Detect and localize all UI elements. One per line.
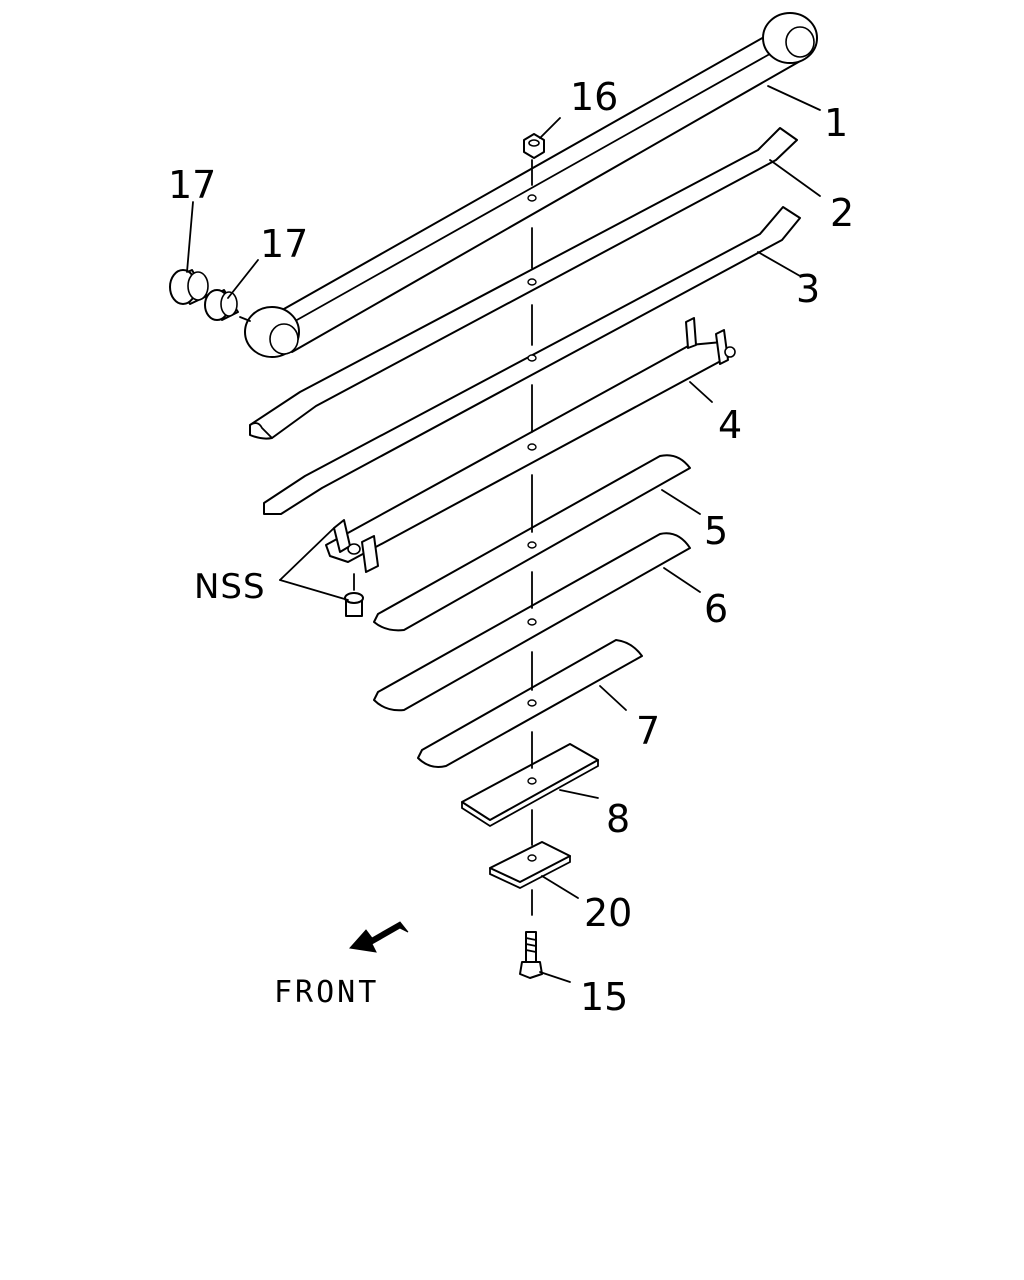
front-label: FRONT xyxy=(274,975,379,1010)
center-bolt-15 xyxy=(519,931,543,979)
bushing-axis-line xyxy=(239,316,251,322)
center-axis xyxy=(527,159,537,916)
callout-17-outer: 17 xyxy=(168,163,216,207)
bushing-17-outer xyxy=(169,269,209,305)
callout-4: 4 xyxy=(718,403,742,447)
main-leaf-1 xyxy=(244,12,818,358)
leader-lines xyxy=(186,85,821,983)
callout-1: 1 xyxy=(824,101,848,145)
callout-2: 2 xyxy=(830,191,854,235)
nut-16 xyxy=(523,133,545,159)
callout-3: 3 xyxy=(796,267,820,311)
leaf-2 xyxy=(249,127,798,440)
callout-8: 8 xyxy=(606,797,630,841)
callout-16: 16 xyxy=(570,75,618,119)
callout-20: 20 xyxy=(584,891,632,935)
callout-17-inner: 17 xyxy=(260,222,308,266)
front-arrow-icon xyxy=(349,921,409,953)
nss-bolt xyxy=(344,573,364,617)
callout-7: 7 xyxy=(636,709,660,753)
nss-label: NSS xyxy=(194,567,266,607)
plate-20 xyxy=(489,841,571,890)
callout-5: 5 xyxy=(704,509,728,553)
callout-15: 15 xyxy=(580,975,628,1019)
leaf-4 xyxy=(325,317,736,573)
callout-6: 6 xyxy=(704,587,728,631)
bushing-17-inner xyxy=(204,289,239,321)
spacer-8 xyxy=(461,743,599,828)
